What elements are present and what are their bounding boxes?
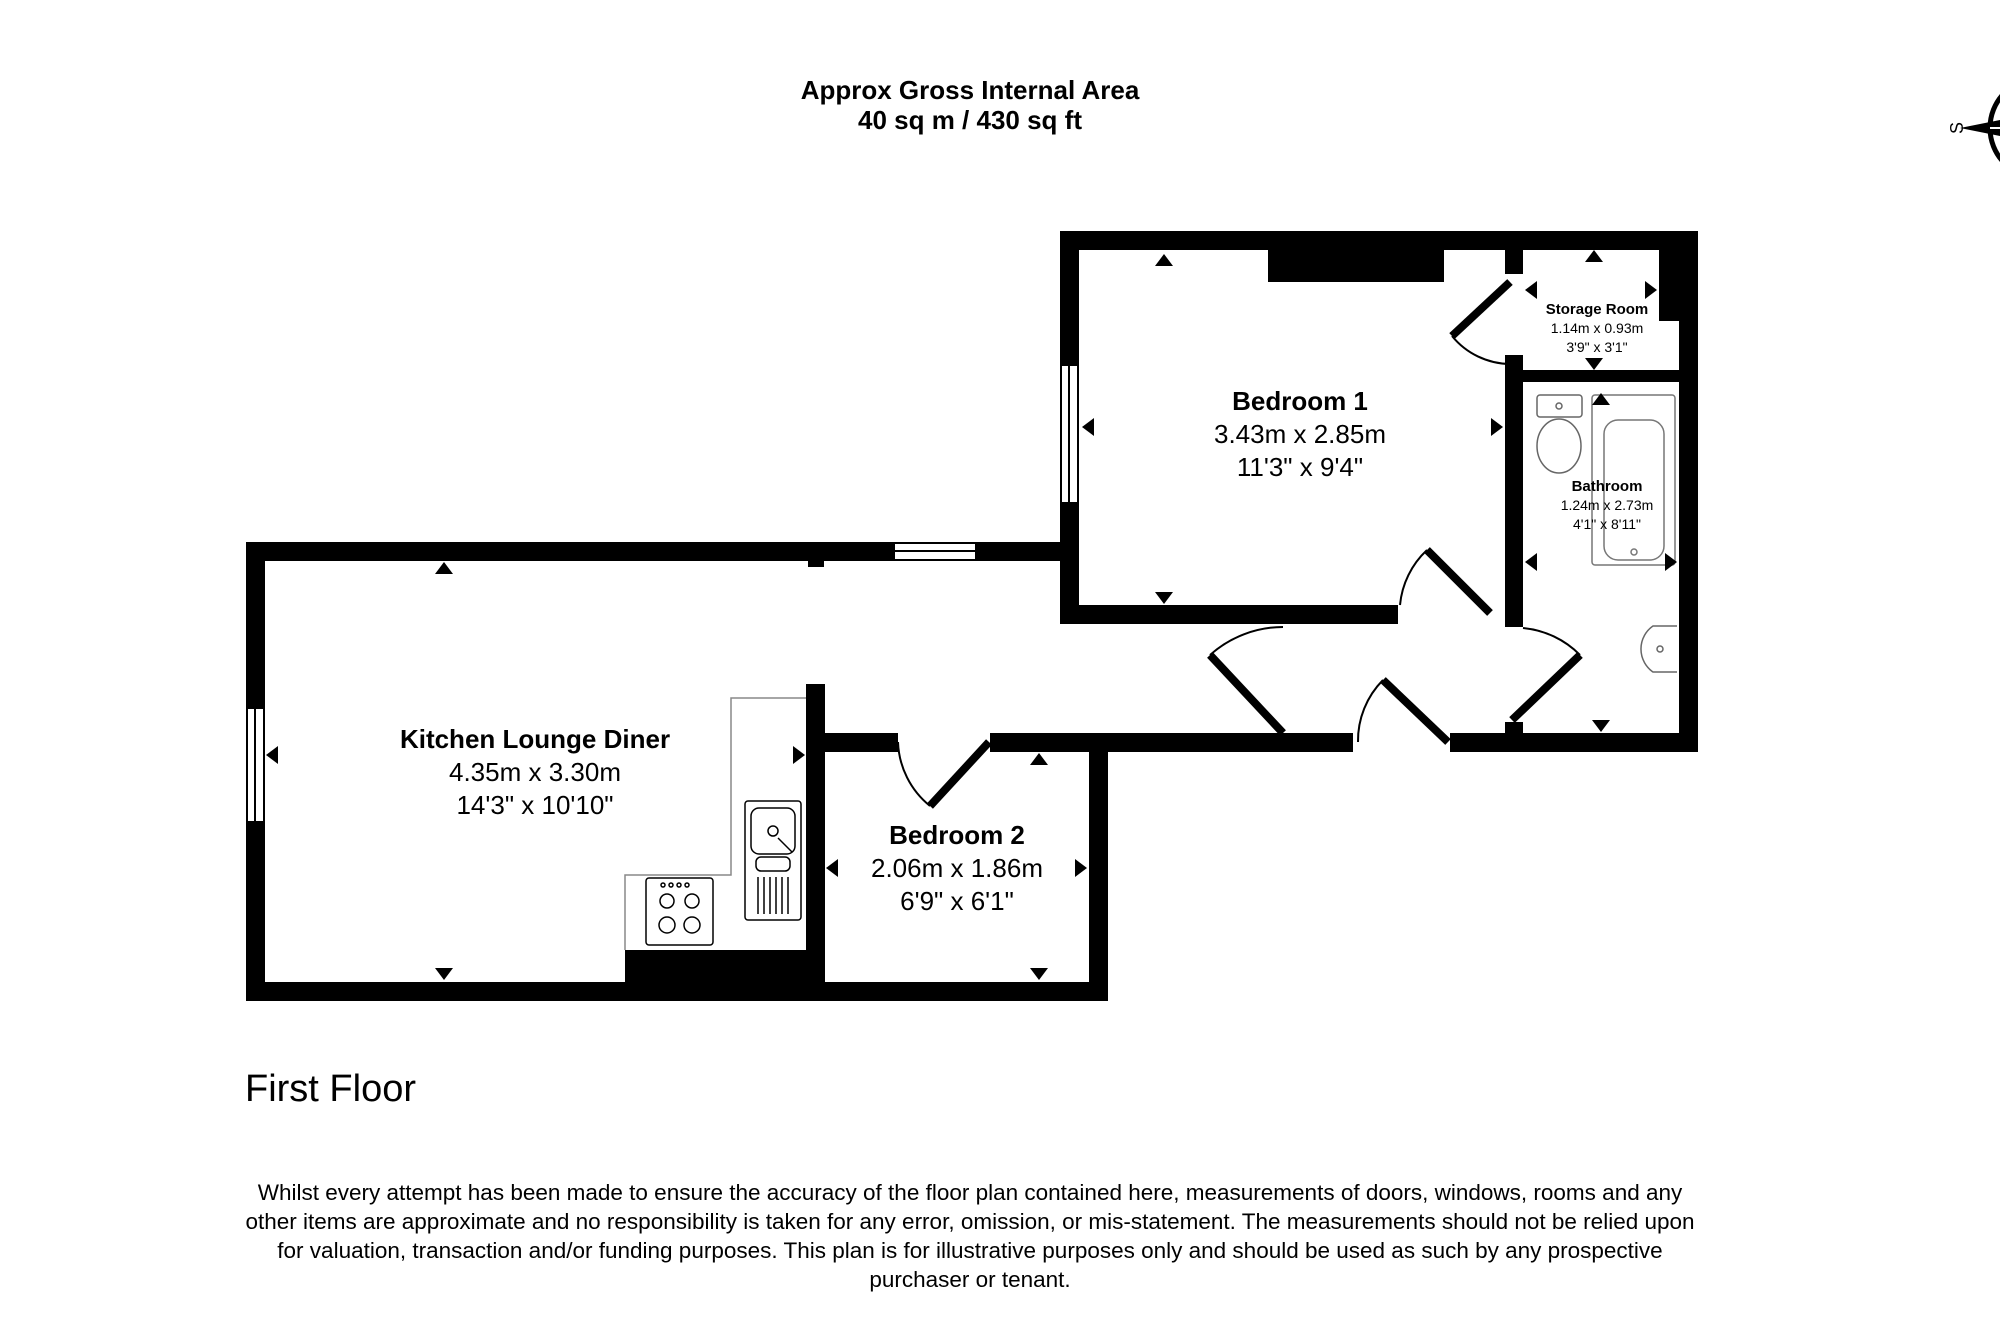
storage-imperial: 3'9" x 3'1" — [1566, 339, 1627, 355]
hob-icon — [645, 877, 714, 946]
bedroom2-metric: 2.06m x 1.86m — [871, 853, 1043, 883]
compass-icon — [1960, 94, 2000, 162]
disclaimer: Whilst every attempt has been made to en… — [245, 1180, 1695, 1292]
dimension-markers — [266, 250, 1677, 980]
kitchen-units — [624, 697, 806, 950]
bedroom1-imperial: 11'3" x 9'4" — [1237, 452, 1363, 482]
bathroom-imperial: 4'1" x 8'11" — [1573, 516, 1641, 532]
basin-icon — [1640, 625, 1677, 673]
kitchen-imperial: 14'3" x 10'10" — [456, 790, 613, 820]
bathroom-name: Bathroom — [1572, 478, 1643, 495]
bath-icon — [1591, 394, 1676, 566]
bedroom1-metric: 3.43m x 2.85m — [1214, 419, 1386, 449]
toilet-icon — [1536, 394, 1583, 474]
compass-label: S — [1947, 122, 1967, 134]
windows — [246, 364, 1079, 823]
bedroom1-name: Bedroom 1 — [1232, 386, 1368, 416]
area-title: Approx Gross Internal Area — [801, 75, 1140, 105]
bedroom2-name: Bedroom 2 — [889, 820, 1025, 850]
bedroom2-imperial: 6'9" x 6'1" — [900, 886, 1014, 916]
area-value: 40 sq m / 430 sq ft — [858, 105, 1082, 135]
bathroom-metric: 1.24m x 2.73m — [1561, 497, 1654, 513]
sink-icon — [744, 800, 802, 921]
storage-name: Storage Room — [1546, 301, 1649, 318]
floor-label: First Floor — [245, 1068, 416, 1110]
kitchen-name: Kitchen Lounge Diner — [400, 724, 670, 754]
doors — [897, 279, 1583, 809]
storage-metric: 1.14m x 0.93m — [1551, 320, 1644, 336]
kitchen-metric: 4.35m x 3.30m — [449, 757, 621, 787]
